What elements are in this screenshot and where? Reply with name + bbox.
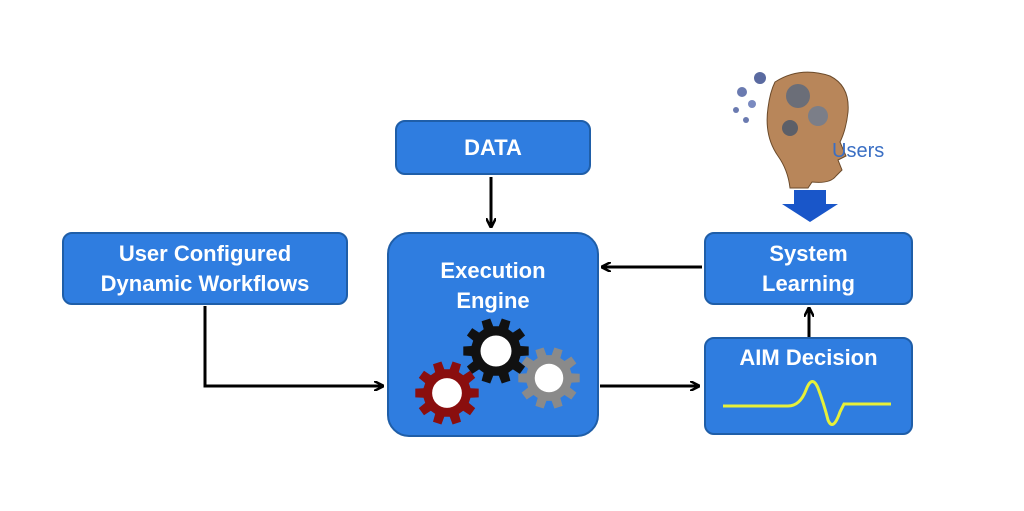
gear-black-icon-hole	[480, 335, 512, 367]
arrow-workflows-to-engine	[203, 306, 382, 386]
user-workflows-line-1: User Configured	[118, 240, 292, 266]
data-label: DATA	[464, 134, 522, 160]
system-learning-box: System Learning	[704, 232, 913, 305]
execution-engine-line-1: Execution	[440, 258, 546, 283]
data-box: DATA	[395, 120, 591, 175]
users-label: Users	[832, 140, 885, 162]
execution-engine-line-2: Engine	[456, 288, 530, 313]
gear-gray-icon-hole	[534, 363, 564, 393]
user-workflows-line-2: Dynamic Workflows	[100, 270, 310, 296]
user-workflows-box: User Configured Dynamic Workflows	[62, 232, 348, 305]
aim-decision-label: AIM Decision	[739, 345, 878, 370]
down-arrow-icon	[782, 190, 838, 222]
system-learning-line-2: Learning	[762, 270, 855, 296]
system-learning-line-1: System	[769, 240, 848, 266]
signal-wave-icon	[723, 380, 891, 426]
gear-red-icon-hole	[432, 378, 462, 408]
